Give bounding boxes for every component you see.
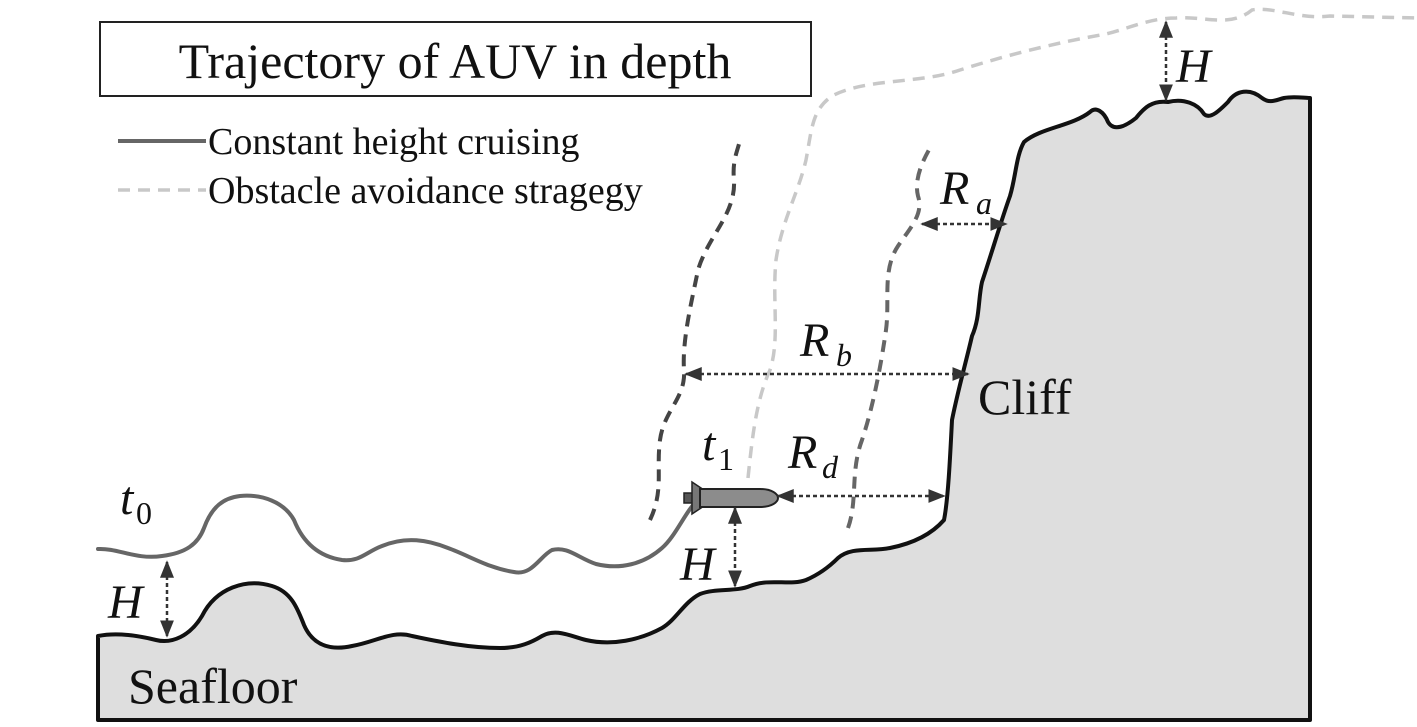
title-box	[99, 21, 812, 97]
cruise-trajectory-line	[96, 493, 700, 575]
svg-text:R: R	[787, 426, 817, 479]
svg-text:R: R	[799, 314, 829, 367]
svg-text:a: a	[976, 185, 992, 221]
avoid-trajectory-dark-2	[846, 147, 932, 529]
height-label-mid: H	[679, 538, 717, 591]
height-label-left: H	[107, 576, 145, 629]
legend-solid-label: Constant height cruising	[208, 121, 580, 163]
time-label-t1: t 1	[702, 418, 734, 477]
svg-text:b: b	[836, 337, 852, 373]
range-label-a: R a	[939, 162, 992, 221]
range-label-b: R b	[799, 314, 852, 373]
svg-text:t: t	[120, 472, 135, 525]
seafloor-label: Seafloor	[128, 658, 298, 714]
time-label-t0: t 0	[120, 472, 152, 531]
svg-text:d: d	[822, 449, 839, 485]
legend-dashed-label: Obstacle avoidance stragegy	[208, 170, 643, 212]
svg-text:1: 1	[718, 441, 734, 477]
diagram-title: Trajectory of AUV in depth	[179, 33, 732, 89]
svg-text:0: 0	[136, 495, 152, 531]
svg-text:t: t	[702, 418, 717, 471]
avoid-trajectory-light	[746, 7, 1417, 479]
height-label-top: H	[1175, 40, 1213, 93]
auv-vehicle	[683, 480, 780, 516]
avoid-trajectory-dark-1	[648, 139, 742, 521]
range-label-d: R d	[787, 426, 839, 485]
svg-text:R: R	[939, 162, 969, 215]
cliff-label: Cliff	[978, 369, 1072, 425]
seafloor-cliff-terrain	[96, 89, 1312, 722]
